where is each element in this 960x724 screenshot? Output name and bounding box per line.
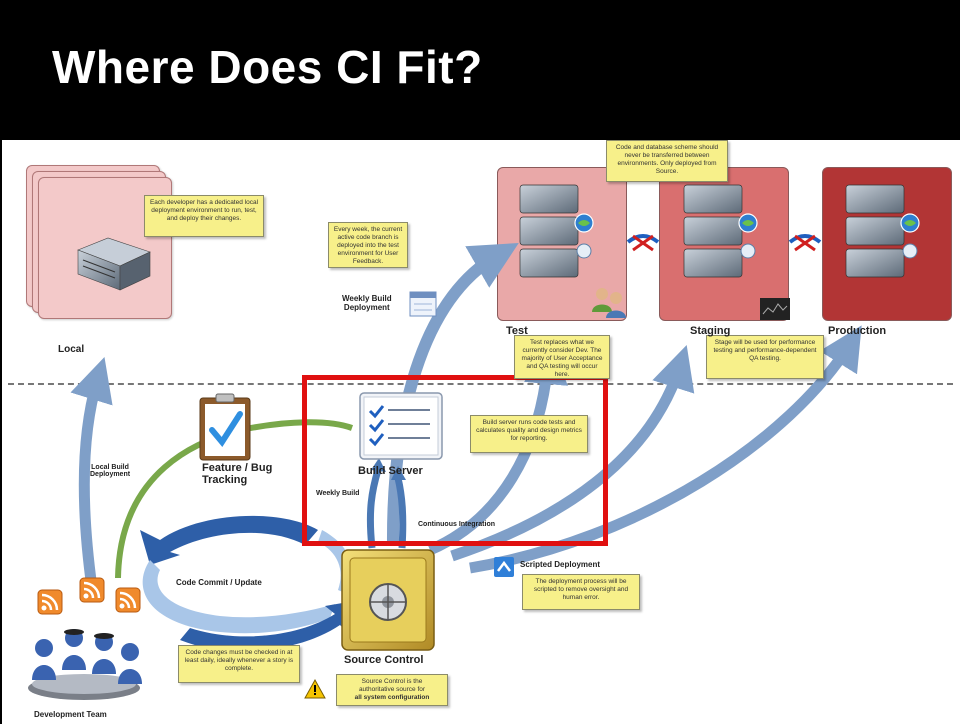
continuous-integration-arrow — [391, 466, 407, 549]
blocked-transfer-icon — [788, 234, 822, 252]
continuous-integration-label: Continuous Integration — [418, 521, 495, 528]
local-build-deployment-label: Local Build Deployment — [90, 464, 130, 478]
weekly-build-deployment-label: Weekly Build Deployment — [342, 294, 392, 312]
scripted-deployment-icon — [494, 557, 514, 577]
feature-tracking-label: Feature / Bug Tracking — [202, 462, 272, 486]
source-note-bold: all system configuration — [354, 694, 430, 701]
test-rack-server-icon — [519, 184, 594, 278]
clipboard-check-icon — [199, 393, 251, 461]
production-deployment-arrow — [469, 325, 862, 574]
local-build-deployment-arrow — [70, 356, 113, 589]
environment-divider — [8, 383, 953, 385]
staging-label: Staging — [690, 325, 731, 337]
rss-icon — [115, 587, 141, 613]
source-control-label: Source Control — [344, 654, 424, 666]
slide-title: Where Does CI Fit? — [52, 41, 483, 93]
staging-note: Stage will be used for performance testi… — [706, 335, 824, 379]
title-bar: Where Does CI Fit? — [0, 0, 960, 140]
weekly-build-deployment-line2: Deployment — [343, 303, 390, 312]
blocked-transfer-icon — [626, 234, 660, 252]
feature-tracking-line2: Tracking — [202, 474, 248, 486]
test-note: Test replaces what we currently consider… — [514, 335, 610, 379]
staging-deployment-arrow — [450, 345, 695, 562]
source-note-line1: Source Control is the — [361, 678, 423, 685]
code-commit-label: Code Commit / Update — [176, 578, 262, 587]
ci-highlight-box — [302, 375, 608, 546]
scripted-deployment-label: Scripted Deployment — [520, 560, 601, 569]
source-control-note: Source Control is the authoritative sour… — [336, 674, 448, 706]
weekly-build-label: Weekly Build — [316, 490, 360, 497]
build-server-label: Build Server — [358, 465, 423, 477]
staging-rack-server-icon — [683, 184, 758, 278]
test-label: Test — [506, 325, 528, 337]
calendar-icon — [409, 291, 437, 317]
test-deployment-arrow — [427, 340, 568, 556]
source-note-line2: authoritative source for — [358, 686, 426, 693]
production-label: Production — [828, 325, 887, 337]
rss-icon — [79, 577, 105, 603]
development-team-label: Development Team — [34, 710, 107, 719]
local-build-line2: Deployment — [90, 471, 131, 478]
safe-icon — [341, 549, 435, 651]
monitor-icon — [760, 298, 790, 320]
local-build-line1: Local Build — [91, 464, 129, 471]
local-label: Local — [58, 344, 85, 355]
weekly-build-deployment-line1: Weekly Build — [342, 294, 392, 303]
users-icon — [592, 288, 626, 318]
schema-note: Code and database scheme should never be… — [606, 140, 728, 182]
local-server-icon — [77, 237, 151, 291]
development-team-icon — [28, 629, 142, 700]
production-rack-server-icon — [845, 184, 920, 278]
scripted-deployment-note: The deployment process will be scripted … — [522, 574, 640, 610]
checklist-icon — [359, 392, 443, 460]
rss-icon — [37, 589, 63, 615]
commit-note: Code changes must be checked in at least… — [178, 645, 300, 683]
local-note: Each developer has a dedicated local dep… — [144, 195, 264, 237]
warning-icon — [304, 678, 326, 699]
build-server-note: Build server runs code tests and calcula… — [470, 415, 588, 453]
weekly-build-deployment-arrow — [386, 242, 519, 546]
weekly-build-arrow — [366, 458, 386, 549]
feature-tracking-line1: Feature / Bug — [202, 462, 273, 474]
weekly-deployment-note: Every week, the current active code bran… — [328, 222, 408, 268]
